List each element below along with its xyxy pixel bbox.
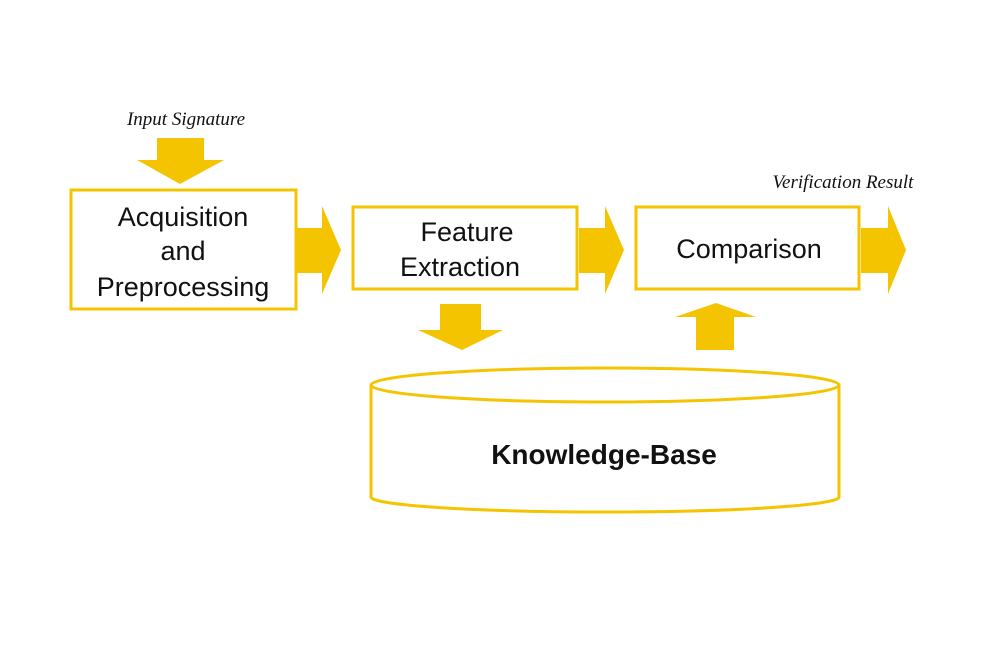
output-arrow bbox=[861, 206, 906, 294]
arrow-feature-to-knowledge-base bbox=[418, 304, 503, 350]
knowledge-base-cylinder: Knowledge-Base bbox=[369, 366, 841, 514]
feature-line-2: Extraction bbox=[400, 252, 520, 282]
input-signature-label: Input Signature bbox=[126, 109, 245, 130]
arrow-feature-to-comparison bbox=[579, 206, 624, 294]
knowledge-base-label: Knowledge-Base bbox=[491, 439, 717, 470]
feature-extraction-box: Feature Extraction bbox=[351, 205, 579, 291]
acquisition-line-2: and bbox=[160, 236, 205, 266]
acquisition-preprocessing-box: Acquisition and Preprocessing bbox=[69, 188, 298, 311]
verification-result-label: Verification Result bbox=[773, 172, 915, 193]
arrow-knowledge-base-to-comparison bbox=[675, 303, 756, 350]
acquisition-line-1: Acquisition bbox=[118, 202, 249, 232]
input-arrow bbox=[137, 138, 224, 184]
acquisition-line-3: Preprocessing bbox=[97, 272, 270, 302]
feature-line-1: Feature bbox=[420, 217, 513, 247]
comparison-box: Comparison bbox=[634, 205, 861, 291]
comparison-line-1: Comparison bbox=[676, 234, 822, 264]
arrow-acquisition-to-feature bbox=[296, 206, 341, 294]
